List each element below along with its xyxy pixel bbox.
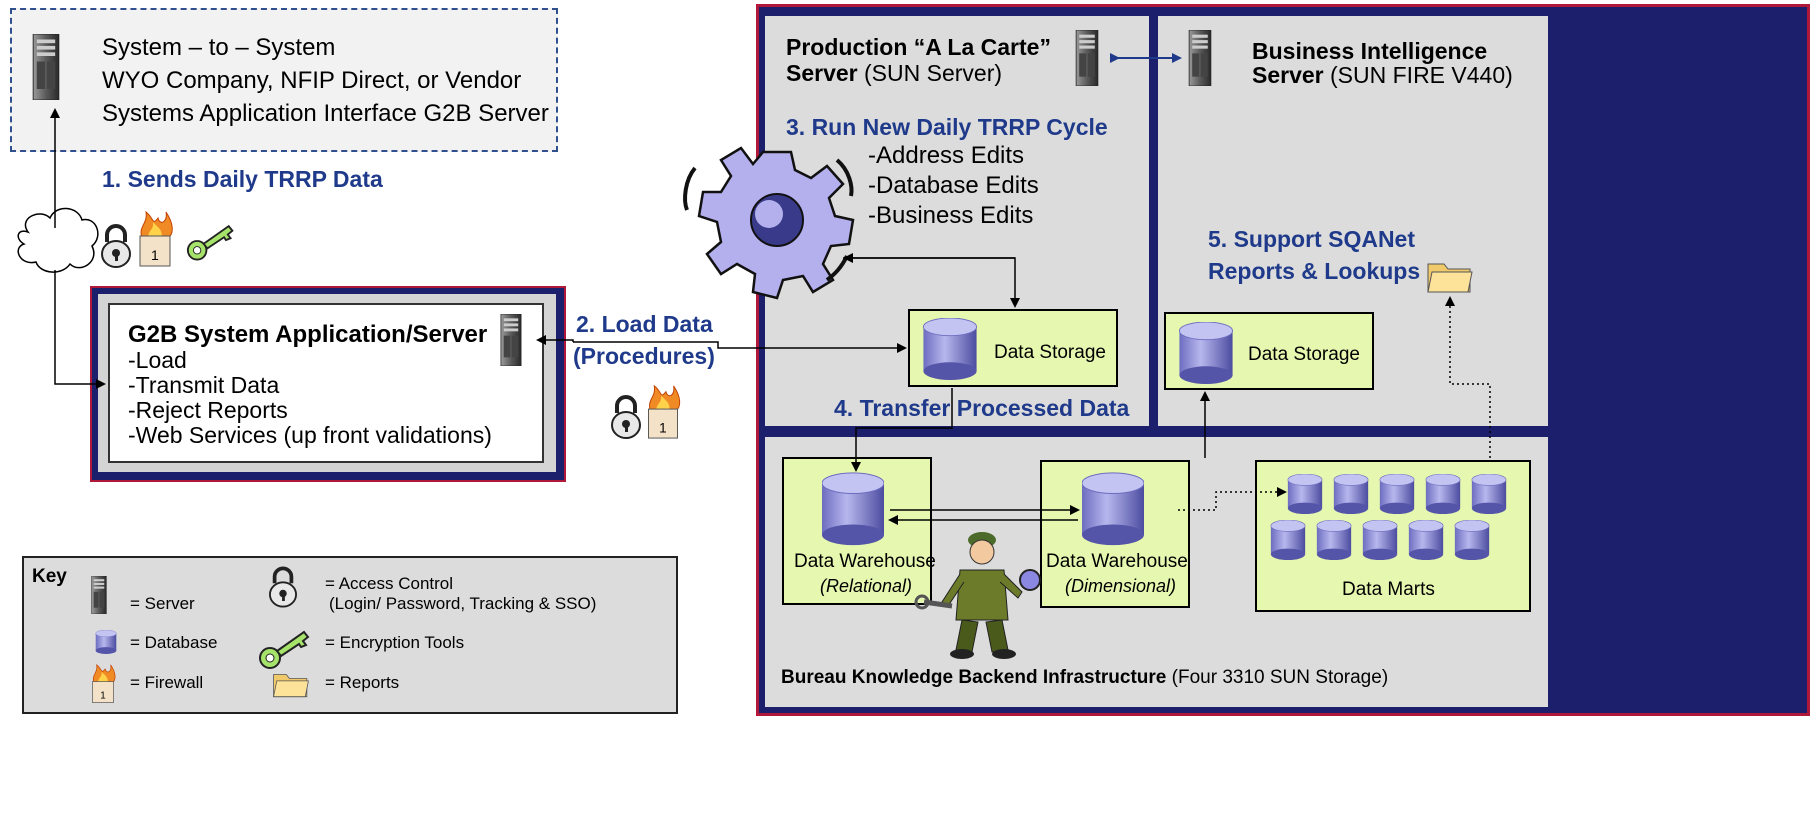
backend-label: Bureau Knowledge Backend Infrastructure … [781, 667, 1388, 689]
production-title-line1: Production “A La Carte” [786, 34, 1051, 60]
g2b-title: G2B System Application/Server [128, 321, 488, 348]
ftp-label: FTP [37, 238, 71, 258]
step1-label: 1. Sends Daily TRRP Data [102, 166, 383, 192]
step5-line2: Reports & Lookups [1208, 258, 1421, 284]
key-icon [186, 225, 234, 261]
step3-item-address: -Address Edits [868, 142, 1025, 169]
g2b-item-web: -Web Services (up front validations) [128, 422, 492, 448]
key-database-label: = Database [130, 633, 218, 652]
warehouse-relational-line1: Data Warehouse [794, 551, 936, 572]
g2b-panel [108, 303, 544, 463]
bi-storage-label: Data Storage [1248, 344, 1360, 365]
system-line-3: Systems Application Interface G2B Server [102, 100, 549, 127]
system-to-system-box [10, 8, 558, 152]
g2b-item-load: -Load [128, 347, 187, 373]
step3-title: 3. Run New Daily TRRP Cycle [786, 114, 1108, 140]
step5-line1: 5. Support SQANet [1208, 226, 1416, 252]
key-box [22, 556, 678, 714]
production-title-server: Server [786, 60, 858, 86]
warehouse-relational-line2: (Relational) [820, 576, 913, 596]
bi-title-server: Server [1252, 62, 1324, 88]
backend-label-rest: (Four 3310 SUN Storage) [1166, 667, 1389, 688]
step3-item-database: -Database Edits [868, 172, 1039, 199]
backend-label-bold: Bureau Knowledge Backend Infrastructure [781, 667, 1167, 688]
lock-icon [101, 224, 131, 268]
bi-title-line1: Business Intelligence [1252, 38, 1488, 64]
lock-icon [611, 395, 641, 439]
key-title: Key [32, 566, 67, 587]
warehouse-dimensional-line1: Data Warehouse [1046, 551, 1188, 572]
step2-label-line2: (Procedures) [573, 343, 715, 369]
g2b-item-transmit: -Transmit Data [128, 372, 280, 398]
data-marts-label: Data Marts [1342, 579, 1435, 600]
production-storage-label: Data Storage [994, 342, 1106, 363]
g2b-item-reject: -Reject Reports [128, 397, 288, 423]
key-server-label: = Server [130, 594, 195, 613]
system-line-1: System – to – System [102, 34, 336, 61]
key-firewall-label: = Firewall [130, 673, 204, 692]
key-access-detail: (Login/ Password, Tracking & SSO) [329, 594, 597, 613]
system-line-2: WYO Company, NFIP Direct, or Vendor [102, 67, 522, 94]
step2-label-line1: 2. Load Data [576, 311, 713, 337]
production-title-rest: (SUN Server) [857, 60, 1003, 86]
key-access-label: = Access Control [325, 574, 454, 593]
firewall-icon [647, 385, 681, 439]
bi-title-line2: Server (SUN FIRE V440) [1252, 62, 1513, 89]
firewall-icon [139, 211, 173, 267]
key-encryption-label: = Encryption Tools [325, 633, 465, 652]
warehouse-dimensional-line2: (Dimensional) [1065, 576, 1177, 596]
step4-label: 4. Transfer Processed Data [834, 395, 1130, 421]
step3-item-business: -Business Edits [868, 202, 1034, 229]
production-title-line2: Server (SUN Server) [786, 60, 1002, 87]
key-reports-label: = Reports [325, 673, 400, 692]
bi-title-rest: (SUN FIRE V440) [1323, 62, 1513, 88]
